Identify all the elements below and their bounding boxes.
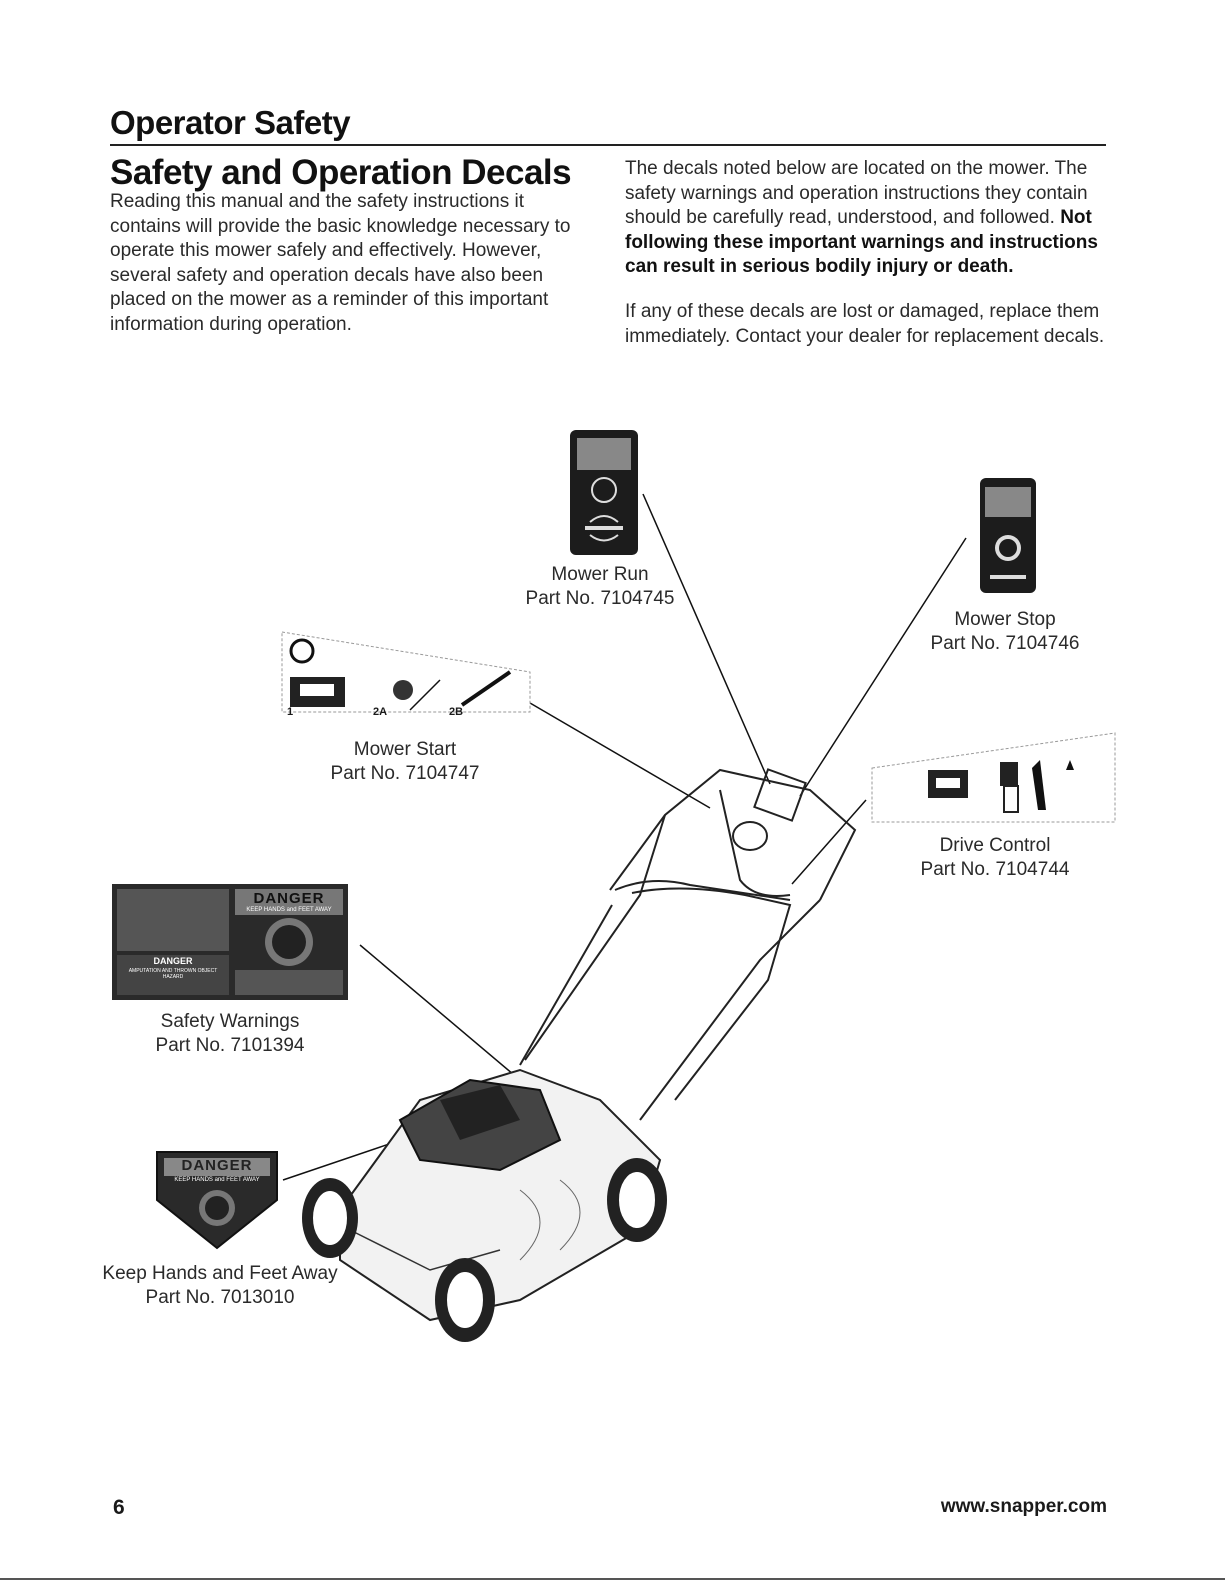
keep-hands-danger-word: DANGER (181, 1157, 253, 1174)
warnings-danger-word: DANGER (253, 890, 325, 907)
keep-hands-part: Part No. 7013010 (145, 1287, 295, 1308)
mower-run-decal (570, 430, 638, 555)
mower-body (339, 1068, 662, 1322)
drive-control-decal (871, 732, 1116, 823)
intro-right-paragraph: The decals noted below are located on th… (625, 157, 1115, 280)
page-number: 6 (113, 1496, 125, 1519)
start-step-2b: 2B (449, 706, 464, 718)
mower-start-part: Part No. 7104747 (330, 763, 480, 784)
mower-wheels (302, 1158, 667, 1342)
caption-mower-stop: Mower Stop Part No. 7104746 (920, 608, 1090, 656)
footer-url: www.snapper.com (940, 1496, 1107, 1517)
safety-warnings-name: Safety Warnings (160, 1011, 300, 1032)
drive-control-name: Drive Control (939, 835, 1051, 856)
caption-mower-start: Mower Start Part No. 7104747 (320, 738, 490, 786)
page-subtitle: Safety and Operation Decals (110, 153, 572, 192)
keep-hands-decal (156, 1151, 278, 1250)
caption-safety-warnings: Safety Warnings Part No. 7101394 (145, 1010, 315, 1058)
mower-start-name: Mower Start (353, 739, 457, 760)
safety-warnings-decal (112, 884, 348, 1000)
start-step-2a: 2A (373, 706, 388, 718)
warnings-amputation: AMPUTATION AND THROWN OBJECT HAZARD (128, 968, 218, 980)
bottom-rule (0, 1578, 1225, 1580)
header-rule (110, 144, 1106, 146)
mower-run-name: Mower Run (551, 564, 649, 585)
keep-hands-name: Keep Hands and Feet Away (102, 1263, 338, 1284)
mower-stop-part: Part No. 7104746 (930, 633, 1080, 654)
section-title: Operator Safety (110, 104, 351, 141)
mower-start-decal (281, 631, 531, 713)
warnings-danger-small: DANGER (153, 956, 193, 966)
intro-left-paragraph: Reading this manual and the safety instr… (110, 191, 571, 335)
replace-paragraph: If any of these decals are lost or damag… (625, 301, 1105, 347)
mower-stop-name: Mower Stop (954, 609, 1056, 630)
safety-warnings-part: Part No. 7101394 (155, 1035, 305, 1056)
intro-right-warning: Not following these important warnings a… (625, 207, 1098, 277)
mower-run-part: Part No. 7104745 (525, 588, 675, 609)
mower-stop-decal (980, 478, 1036, 593)
caption-drive-control: Drive Control Part No. 7104744 (910, 834, 1080, 882)
drive-control-part: Part No. 7104744 (920, 859, 1070, 880)
mower-handle (519, 768, 857, 1121)
warnings-danger-sub: KEEP HANDS and FEET AWAY (246, 907, 332, 913)
keep-hands-sub: KEEP HANDS and FEET AWAY (174, 1177, 260, 1183)
start-step-1: 1 (287, 706, 294, 718)
caption-mower-run: Mower Run Part No. 7104745 (520, 563, 680, 611)
caption-keep-hands: Keep Hands and Feet Away Part No. 701301… (100, 1262, 340, 1310)
intro-right-plain: The decals noted below are located on th… (625, 158, 1088, 228)
leader-lines (282, 493, 967, 1181)
